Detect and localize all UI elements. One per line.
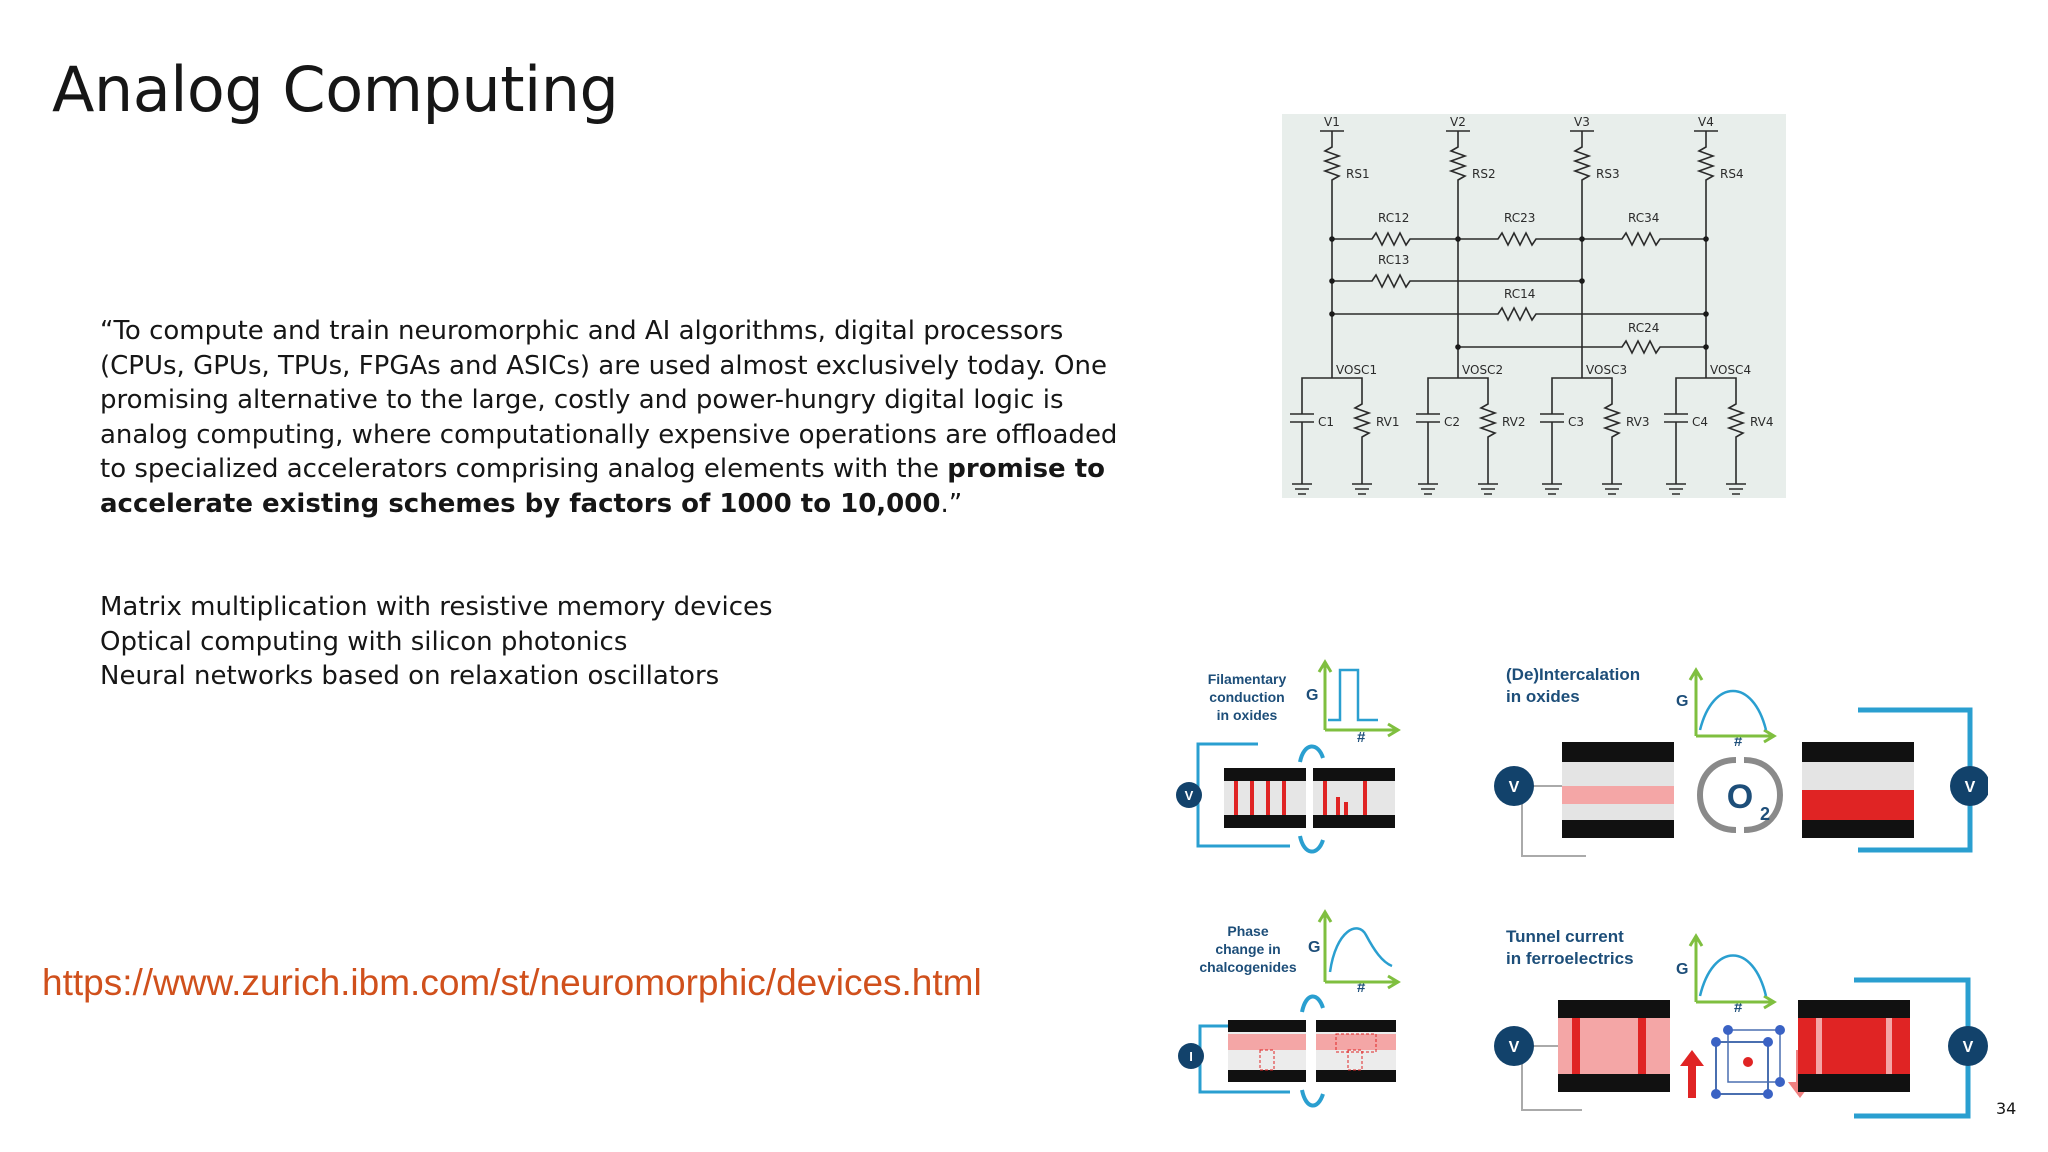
- resistor-label: RC34: [1628, 211, 1659, 225]
- voltage-source-icon: [1950, 766, 1990, 806]
- svg-text:V: V: [1185, 788, 1194, 803]
- resistor-label: RC12: [1378, 211, 1409, 225]
- panel-deintercalation: (De)Intercalation in oxides G # V O 2: [1494, 665, 1990, 857]
- voltage-label: V4: [1698, 115, 1714, 129]
- node-label: VOSC3: [1586, 363, 1627, 377]
- axis-g-label: G: [1308, 939, 1320, 956]
- quote-part-1: “To compute and train neuromorphic and A…: [100, 316, 1118, 484]
- panel-label: change in: [1215, 941, 1280, 957]
- svg-text:V: V: [1963, 1039, 1974, 1056]
- panel-label: in oxides: [1506, 687, 1580, 706]
- node-label: VOSC1: [1336, 363, 1377, 377]
- axis-x-label: #: [1734, 733, 1743, 750]
- resistor-label: RC24: [1628, 321, 1659, 335]
- resistor-label: RV4: [1750, 415, 1774, 429]
- axis-x-label: #: [1357, 979, 1366, 996]
- resistor-label: RC14: [1504, 287, 1535, 301]
- source-link[interactable]: https://www.zurich.ibm.com/st/neuromorph…: [42, 962, 982, 1003]
- quote-part-2: .”: [940, 488, 963, 519]
- oxygen-subscript: 2: [1760, 804, 1770, 824]
- capacitor-label: C1: [1318, 415, 1334, 429]
- quote-emphasis: promise to accelerate existing schemes b…: [100, 454, 1106, 519]
- panel-label: Tunnel current: [1506, 927, 1624, 946]
- topic-item: Optical computing with silicon photonics: [100, 626, 628, 657]
- axis-x-label: #: [1357, 729, 1366, 746]
- panel-phase-change: Phase change in chalcogenides G # I: [1178, 909, 1401, 1108]
- panel-label: (De)Intercalation: [1506, 665, 1640, 684]
- resistor-label: RS4: [1720, 167, 1744, 181]
- svg-text:V: V: [1965, 779, 1976, 796]
- resistor-label: RS3: [1596, 167, 1620, 181]
- memory-devices-figure: Filamentary conduction in oxides G # V: [1168, 650, 1990, 1126]
- axis-g-label: G: [1306, 687, 1318, 704]
- slide-title: Analog Computing: [52, 53, 619, 126]
- node-label: VOSC2: [1462, 363, 1503, 377]
- svg-text:V: V: [1509, 1039, 1520, 1056]
- svg-text:I: I: [1189, 1049, 1193, 1064]
- resistor-label: RS1: [1346, 167, 1370, 181]
- capacitor-label: C2: [1444, 415, 1460, 429]
- panel-label: Phase: [1227, 923, 1268, 939]
- resistor-label: RV2: [1502, 415, 1526, 429]
- voltage-label: V3: [1574, 115, 1590, 129]
- voltage-label: V2: [1450, 115, 1466, 129]
- page-number: 34: [1996, 1099, 2017, 1118]
- topic-list: Matrix multiplication with resistive mem…: [100, 590, 773, 694]
- panel-tunnel-current: Tunnel current in ferroelectrics G # V: [1494, 927, 1988, 1119]
- circuit-schematic: V1 V2 V3 V4 RS1 RS2 RS3 RS4 RC12 RC23 RC…: [1290, 115, 1774, 495]
- panel-label: Filamentary: [1208, 671, 1287, 687]
- axis-x-label: #: [1734, 999, 1743, 1016]
- panel-filamentary: Filamentary conduction in oxides G # V: [1176, 659, 1401, 854]
- capacitor-label: C4: [1692, 415, 1708, 429]
- voltage-source-icon: [1176, 782, 1202, 808]
- node-label: VOSC4: [1710, 363, 1751, 377]
- oscillator-circuit-diagram: V1 V2 V3 V4 RS1 RS2 RS3 RS4 RC12 RC23 RC…: [1282, 114, 1786, 498]
- current-source-icon: [1178, 1043, 1204, 1069]
- resistor-label: RV3: [1626, 415, 1650, 429]
- panel-label: chalcogenides: [1199, 959, 1296, 975]
- voltage-source-icon: [1948, 1026, 1988, 1066]
- topic-item: Neural networks based on relaxation osci…: [100, 661, 720, 691]
- resistor-label: RC23: [1504, 211, 1535, 225]
- axis-g-label: G: [1676, 961, 1688, 978]
- resistor-label: RV1: [1376, 415, 1400, 429]
- quote-text: “To compute and train neuromorphic and A…: [100, 314, 1130, 521]
- panel-label: in ferroelectrics: [1506, 949, 1634, 968]
- axis-g-label: G: [1676, 693, 1688, 710]
- topic-item: Matrix multiplication with resistive mem…: [100, 592, 773, 622]
- resistor-label: RC13: [1378, 253, 1409, 267]
- panel-label: conduction: [1209, 689, 1284, 705]
- oxygen-label: O: [1727, 778, 1753, 816]
- svg-text:V: V: [1509, 779, 1520, 796]
- panel-label: in oxides: [1217, 707, 1278, 723]
- voltage-label: V1: [1324, 115, 1340, 129]
- voltage-source-icon: [1494, 766, 1534, 806]
- capacitor-label: C3: [1568, 415, 1584, 429]
- device-mechanisms-svg: Filamentary conduction in oxides G # V: [1176, 659, 1990, 1119]
- voltage-source-icon: [1494, 1026, 1534, 1066]
- resistor-label: RS2: [1472, 167, 1496, 181]
